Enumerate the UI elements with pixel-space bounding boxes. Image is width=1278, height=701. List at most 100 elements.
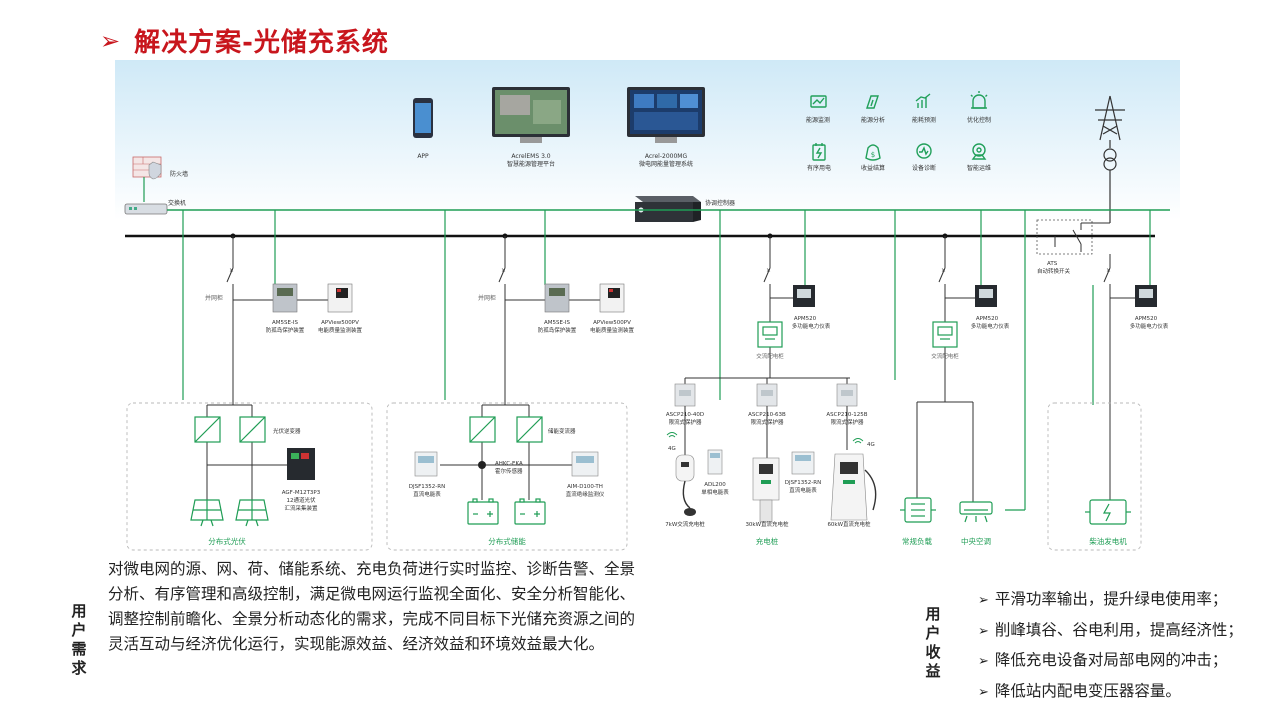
mg-desc: 微电网能量管理系统 bbox=[639, 160, 693, 168]
ems-monitor-icon bbox=[492, 87, 570, 143]
g4-label-a: 4G bbox=[668, 446, 676, 452]
feature-optimization-control-icon bbox=[970, 91, 988, 109]
gen-apm-desc: 多功能电力仪表 bbox=[1130, 322, 1169, 330]
feature-energy-analysis-icon bbox=[866, 95, 879, 109]
label-char: 户 bbox=[925, 624, 941, 642]
ac-charger-7kw-icon bbox=[675, 454, 696, 516]
pv-group-label: 分布式光伏 bbox=[208, 536, 246, 546]
apm520-meter-icon bbox=[975, 285, 997, 307]
solar-panel-icon bbox=[190, 499, 269, 527]
apm520-meter-icon bbox=[1135, 285, 1157, 307]
benefit-item: ➢降低站内配电变压器容量。 bbox=[978, 677, 1243, 701]
system-diagram: APP AcrelEMS 3.0 智慧能源管理平台 Acrel-2000MG 微… bbox=[115, 60, 1180, 551]
storage-group-box bbox=[386, 402, 628, 551]
apm520-meter-icon bbox=[793, 285, 815, 307]
pv-dev2-desc: 电能质量监测装置 bbox=[318, 326, 363, 334]
current-limiting-protector-icon bbox=[836, 383, 858, 407]
comm-drop-lines bbox=[182, 210, 1151, 511]
charging-apm-name: APM520 bbox=[794, 316, 817, 322]
mg-monitor-icon bbox=[627, 87, 705, 143]
pile3-label: 60kW直流充电桩 bbox=[827, 520, 871, 528]
storage-batt-name: AIM-D100-TH bbox=[567, 484, 603, 490]
current-limiting-protector-icon bbox=[674, 383, 696, 407]
power-quality-device-icon bbox=[599, 283, 625, 313]
storage-meter-name: DJSF1352-RN bbox=[409, 484, 445, 490]
page-title: ➢ 解决方案-光储充系统 bbox=[100, 22, 389, 59]
benefit-text: 降低充电设备对局部电网的冲击； bbox=[994, 651, 1228, 669]
pile1-label: 7kW交流充电桩 bbox=[665, 520, 705, 528]
benefit-text: 降低站内配电变压器容量。 bbox=[994, 681, 1181, 700]
gen-breaker-cross: × bbox=[1106, 267, 1111, 274]
benefit-item: ➢削峰填谷、谷电利用，提高经济性； bbox=[978, 616, 1243, 647]
adl200-meter-icon bbox=[707, 449, 723, 475]
transmission-tower-icon bbox=[1095, 95, 1125, 148]
ems-name: AcrelEMS 3.0 bbox=[511, 153, 550, 160]
storage-breaker-label: 并网柜 bbox=[478, 294, 496, 302]
storage-batt-desc: 直流绝缘监测仪 bbox=[566, 490, 605, 498]
signal-4g-icon bbox=[666, 432, 678, 438]
feature-orderly-power-icon bbox=[812, 143, 826, 161]
transformer-icon bbox=[1103, 148, 1117, 223]
label-char: 收 bbox=[925, 643, 941, 661]
load-apm-name: APM520 bbox=[976, 316, 999, 322]
storage-meter-desc: 直流电能表 bbox=[413, 490, 441, 498]
switch-icon bbox=[124, 203, 168, 215]
feature-label: 设备诊断 bbox=[912, 164, 936, 172]
anti-islanding-device-icon bbox=[544, 283, 570, 313]
feature-diagnosis-icon bbox=[916, 143, 932, 159]
storage-group-label: 分布式储能 bbox=[488, 536, 526, 546]
ats-desc: 自动转换开关 bbox=[1037, 267, 1071, 275]
app-phone-icon bbox=[413, 98, 433, 138]
gen-group-box bbox=[1047, 402, 1142, 551]
user-need-label: 用 户 需 求 bbox=[68, 602, 90, 678]
pv-collector-desc2: 汇流采集装置 bbox=[284, 504, 318, 512]
gen-apm-name: APM520 bbox=[1135, 316, 1158, 322]
dc-charger-30kw-icon bbox=[752, 457, 780, 523]
generator-label: 柴油发电机 bbox=[1089, 536, 1127, 546]
app-label: APP bbox=[417, 153, 429, 160]
bullet-arrow-icon: ➢ bbox=[978, 654, 989, 669]
coordinating-controller-icon bbox=[635, 196, 701, 222]
label-char: 需 bbox=[71, 640, 87, 658]
pv-group-box bbox=[126, 402, 373, 551]
anti-islanding-device-icon bbox=[272, 283, 298, 313]
storage-dev2-name: APView500PV bbox=[593, 320, 631, 326]
pv-collector-name: AGF-M12T3P3 bbox=[282, 490, 321, 496]
charging-apm-desc: 多功能电力仪表 bbox=[792, 322, 831, 330]
sky-background bbox=[115, 60, 1180, 220]
firewall-icon bbox=[132, 156, 162, 180]
battery-icon bbox=[467, 498, 546, 525]
bullet-arrow-icon: ➢ bbox=[978, 593, 989, 608]
storage-breaker-cross: × bbox=[501, 267, 506, 274]
ats-name: ATS bbox=[1047, 261, 1058, 267]
dc-meter-icon bbox=[414, 451, 438, 477]
hall-sensor-icon bbox=[478, 461, 486, 469]
title-text: 解决方案-光储充系统 bbox=[134, 28, 389, 58]
feature-consumption-forecast-icon bbox=[915, 93, 931, 108]
storage-sensor-desc: 霍尔传感器 bbox=[495, 467, 523, 475]
load1-label: 常规负载 bbox=[902, 536, 932, 546]
feature-label: 智能运维 bbox=[967, 164, 991, 172]
benefit-text: 削峰填谷、谷电利用，提高经济性； bbox=[994, 620, 1243, 639]
storage-pcs-label: 储能变流器 bbox=[548, 427, 576, 435]
benefit-text: 平滑功率输出，提升绿电使用率； bbox=[994, 590, 1228, 608]
feature-label: 能耗预测 bbox=[912, 116, 936, 124]
pv-inverter-icon bbox=[194, 416, 266, 443]
pv-dev1-name: AM5SE-IS bbox=[272, 320, 299, 326]
benefit-list: ➢ 平滑功率输出，提升绿电使用率； ➢削峰填谷、谷电利用，提高经济性； ➢ 降低充电… bbox=[978, 585, 1243, 701]
label-char: 户 bbox=[71, 621, 87, 639]
dc-charger-60kw-icon bbox=[830, 453, 877, 521]
feature-smart-maintenance-icon bbox=[971, 143, 987, 160]
current-limiting-protector-icon bbox=[756, 383, 778, 407]
feature-energy-monitoring-icon bbox=[810, 95, 827, 108]
ac-distribution-cabinet-icon bbox=[932, 321, 958, 348]
motor-load-icon bbox=[900, 497, 936, 523]
label-char: 求 bbox=[71, 659, 87, 677]
storage-dev1-name: AM5SE-IS bbox=[544, 320, 571, 326]
benefit-item: ➢ 降低充电设备对局部电网的冲击； bbox=[978, 646, 1243, 677]
label-char: 益 bbox=[925, 662, 941, 680]
feature-label: 收益结算 bbox=[861, 164, 885, 172]
power-quality-device-icon bbox=[327, 283, 353, 313]
signal-4g-icon bbox=[852, 438, 864, 444]
controller-label: 协调控制器 bbox=[705, 199, 735, 207]
